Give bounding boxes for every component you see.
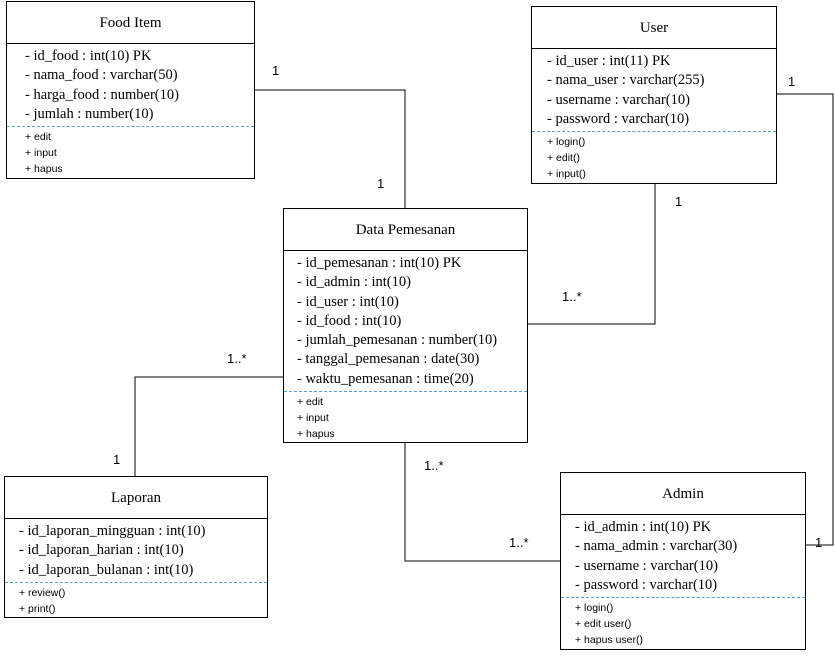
attribute: - waktu_pemesanan : time(20) bbox=[297, 370, 474, 387]
attribute: - id_user : int(11) PK bbox=[547, 53, 671, 69]
class-laporan: Laporan - id_laporan_mingguan : int(10) … bbox=[4, 476, 268, 618]
link-laporan-pemesanan bbox=[134, 376, 283, 476]
attribute: - id_laporan_bulanan : int(10) bbox=[19, 561, 194, 578]
multiplicity-label: 1..* bbox=[424, 458, 444, 473]
operation: + edit() bbox=[547, 152, 580, 165]
attribute: - nama_user : varchar(255) bbox=[547, 72, 705, 89]
attribute: - username : varchar(10) bbox=[575, 557, 718, 574]
class-user-attributes: - id_user : int(11) PK - nama_user : var… bbox=[532, 49, 776, 133]
operation: + review() bbox=[19, 586, 66, 599]
attribute: - id_user : int(10) bbox=[297, 293, 399, 310]
operation: + edit bbox=[297, 396, 323, 409]
attribute: - id_food : int(10) PK bbox=[25, 48, 152, 64]
class-admin: Admin - id_admin : int(10) PK - nama_adm… bbox=[560, 472, 806, 650]
multiplicity-label: 1 bbox=[377, 176, 385, 191]
attribute: - id_laporan_mingguan : int(10) bbox=[19, 523, 206, 539]
attribute: - nama_admin : varchar(30) bbox=[575, 538, 738, 555]
class-data-pemesanan-name: Data Pemesanan bbox=[284, 209, 527, 251]
attribute: - id_laporan_harian : int(10) bbox=[19, 542, 184, 559]
attribute: - jumlah : number(10) bbox=[25, 105, 154, 122]
class-admin-name: Admin bbox=[561, 473, 805, 515]
attribute: - id_admin : int(10) bbox=[297, 274, 411, 291]
attribute: - jumlah_pemesanan : number(10) bbox=[297, 332, 498, 349]
link-user-pemesanan bbox=[528, 184, 656, 325]
multiplicity-label: 1..* bbox=[227, 351, 247, 366]
operation: + input() bbox=[547, 168, 586, 181]
attribute: - password : varchar(10) bbox=[547, 110, 690, 127]
class-user-operations: + login() + edit() + input() bbox=[532, 132, 776, 182]
multiplicity-label: 1 bbox=[272, 63, 280, 78]
multiplicity-label: 1 bbox=[788, 74, 796, 89]
class-food-item: Food Item - id_food : int(10) PK - nama_… bbox=[6, 1, 255, 179]
link-user-admin bbox=[777, 93, 834, 546]
class-food-item-attributes: - id_food : int(10) PK - nama_food : var… bbox=[7, 44, 254, 128]
class-user: User - id_user : int(11) PK - nama_user … bbox=[531, 6, 777, 184]
class-data-pemesanan: Data Pemesanan - id_pemesanan : int(10) … bbox=[283, 208, 528, 443]
attribute: - tanggal_pemesanan : date(30) bbox=[297, 351, 480, 368]
class-data-pemesanan-operations: + edit + input + hapus bbox=[284, 392, 527, 442]
class-data-pemesanan-attributes: - id_pemesanan : int(10) PK - id_admin :… bbox=[284, 251, 527, 393]
attribute: - nama_food : varchar(50) bbox=[25, 67, 178, 84]
multiplicity-label: 1 bbox=[675, 194, 683, 209]
attribute: - id_pemesanan : int(10) PK bbox=[297, 255, 462, 271]
operation: + edit bbox=[25, 131, 51, 144]
class-laporan-attributes: - id_laporan_mingguan : int(10) - id_lap… bbox=[5, 519, 267, 583]
attribute: - id_admin : int(10) PK bbox=[575, 519, 712, 535]
multiplicity-label: 1..* bbox=[562, 289, 582, 304]
operation: + login() bbox=[575, 602, 614, 615]
operation: + input bbox=[25, 147, 57, 160]
multiplicity-label: 1 bbox=[815, 535, 823, 550]
operation: + hapus bbox=[25, 163, 63, 176]
class-laporan-name: Laporan bbox=[5, 477, 267, 519]
attribute: - username : varchar(10) bbox=[547, 91, 690, 108]
attribute: - password : varchar(10) bbox=[575, 576, 718, 593]
operation: + hapus user() bbox=[575, 634, 643, 647]
link-food-pemesanan bbox=[255, 89, 406, 208]
operation: + login() bbox=[547, 136, 586, 149]
operation: + input bbox=[297, 412, 329, 425]
class-food-item-operations: + edit + input + hapus bbox=[7, 127, 254, 177]
link-pemesanan-admin bbox=[404, 443, 560, 562]
multiplicity-label: 1..* bbox=[509, 535, 529, 550]
class-admin-attributes: - id_admin : int(10) PK - nama_admin : v… bbox=[561, 515, 805, 599]
multiplicity-label: 1 bbox=[113, 452, 121, 467]
class-laporan-operations: + review() + print() bbox=[5, 583, 267, 617]
operation: + print() bbox=[19, 602, 56, 615]
attribute: - harga_food : number(10) bbox=[25, 86, 179, 103]
class-food-item-name: Food Item bbox=[7, 2, 254, 44]
attribute: - id_food : int(10) bbox=[297, 312, 402, 329]
operation: + edit user() bbox=[575, 618, 632, 631]
class-admin-operations: + login() + edit user() + hapus user() bbox=[561, 598, 805, 648]
class-user-name: User bbox=[532, 7, 776, 49]
operation: + hapus bbox=[297, 428, 335, 441]
